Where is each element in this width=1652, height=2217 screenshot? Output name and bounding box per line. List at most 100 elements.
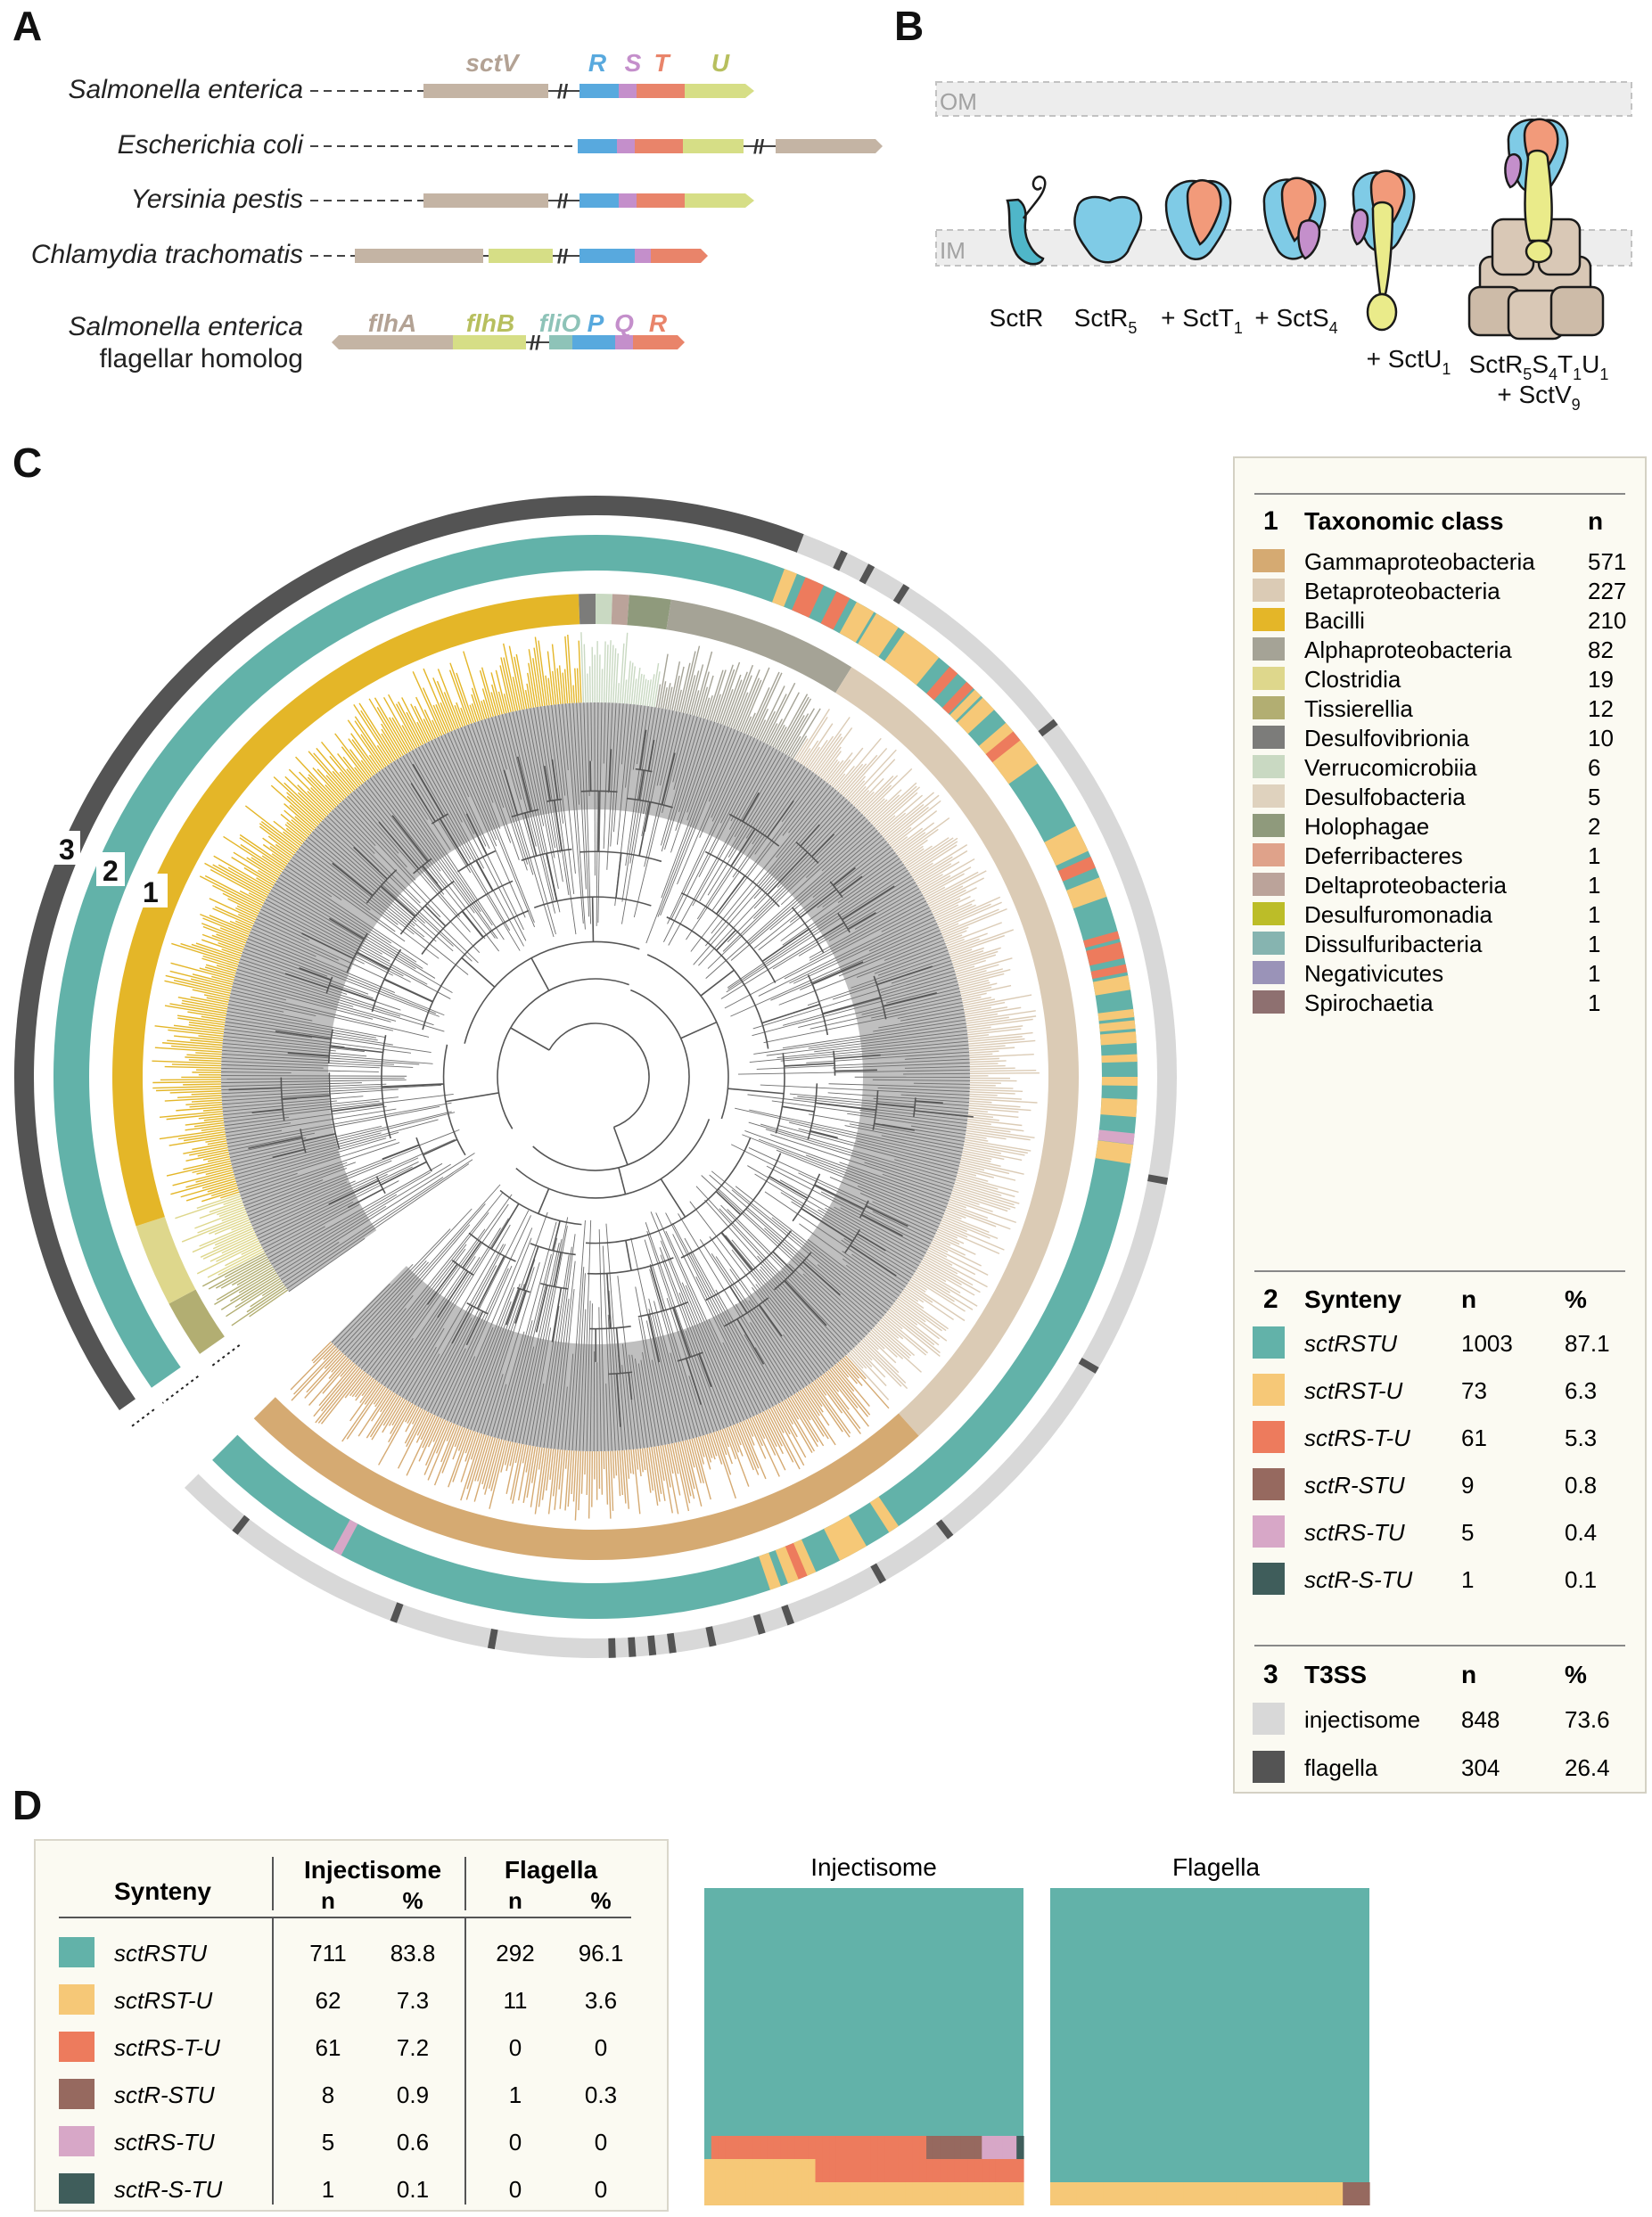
ring-synteny-segment [792, 577, 818, 615]
panel-letter-d: D [12, 1782, 43, 1828]
mosaic-cell-sctRST-U [704, 2159, 712, 2182]
leaf-bar [969, 1088, 1023, 1093]
tree-branch [753, 841, 887, 949]
tree-branch [551, 704, 575, 894]
leaf-bar [959, 1163, 985, 1171]
leaf-bar [479, 669, 494, 718]
legend-t3ss-count: 304 [1461, 1754, 1500, 1781]
leaf-bar [818, 746, 842, 777]
ring-synteny-segment [839, 602, 875, 643]
leaf-bar [201, 1015, 226, 1022]
leaf-bar [446, 1423, 455, 1441]
leaf-bar [382, 696, 415, 751]
mosaic-cell-sctRS-T-U [850, 2159, 858, 2182]
leaf-bar [834, 766, 855, 790]
leaf-bar [921, 874, 951, 893]
tree-branch [339, 1208, 473, 1351]
mosaic-cell-sctRS-T-U [995, 2159, 1004, 2182]
tree-branch [491, 717, 507, 770]
leaf-bar [284, 782, 325, 821]
tree-branch [234, 975, 397, 1022]
mosaic-cell-sctRS-T-U [864, 2159, 872, 2182]
leaf-bar [768, 1408, 801, 1470]
leaf-bar [648, 674, 655, 707]
tree-branch [550, 1298, 570, 1449]
tree-branch [638, 801, 651, 857]
legend-synteny-name: sctRS-TU [1304, 1519, 1405, 1546]
tree-branch [817, 849, 894, 908]
organism-label: Yersinia pestis [131, 185, 303, 214]
leaf-bar [614, 653, 620, 703]
leaf-bar [404, 1408, 424, 1444]
tree-branch [245, 941, 440, 1017]
tree-branch [228, 1132, 316, 1152]
tree-branch [232, 986, 287, 1001]
leaf-bar [941, 1219, 967, 1233]
tree-branch [296, 850, 440, 959]
leaf-bar [641, 1448, 646, 1471]
tree-branch [242, 1162, 357, 1203]
tree-branch [900, 1094, 970, 1099]
leaf-bar [584, 1450, 587, 1475]
tree-branch [494, 716, 556, 935]
mosaic-cell-sctRS-T-U [794, 2136, 802, 2159]
leaf-bar [969, 1091, 1015, 1095]
leaf-bar [939, 1224, 968, 1238]
leaf-bar [908, 837, 958, 872]
leaf-bar [230, 1272, 277, 1302]
mosaic-cell-sctR-STU [1343, 2182, 1370, 2205]
leaf-bar [499, 665, 512, 713]
leaf-bar [554, 1449, 562, 1510]
leaf-bar [704, 694, 713, 719]
leaf-bar [246, 1285, 286, 1313]
tree-branch [250, 932, 396, 994]
tree-branch [268, 892, 390, 962]
leaf-bar [214, 1219, 251, 1236]
leaf-bar [381, 723, 402, 758]
leaf-bar [515, 653, 528, 710]
mosaic-cell-sctR-STU [940, 2136, 948, 2159]
leaf-bar [469, 704, 477, 723]
tree-branch [234, 1131, 399, 1179]
mosaic-cell-sctRS-T-U [1016, 2159, 1024, 2182]
leaf-bar [598, 654, 601, 703]
leaf-bar [842, 1357, 890, 1409]
leaf-bar [197, 1149, 229, 1157]
leaf-bar [388, 1402, 412, 1443]
leaf-bar [470, 1433, 481, 1460]
tree-branch [259, 1166, 413, 1243]
leaf-bar [935, 903, 973, 922]
leaf-bar [741, 667, 770, 733]
leaf-bar [691, 690, 700, 716]
tree-branch [763, 1001, 963, 1044]
leaf-bar [619, 643, 625, 703]
table-cell-synteny: sctR-STU [114, 2082, 215, 2108]
leaf-bar [753, 708, 769, 738]
leaf-bar [186, 1054, 222, 1057]
leaf-bar [878, 1320, 900, 1339]
leaf-bar [152, 1080, 222, 1084]
tree-branch [248, 934, 445, 1016]
tree-branch [742, 1134, 944, 1215]
mosaic-cell-sctRST-U [787, 2159, 795, 2182]
tree-branch [358, 1308, 407, 1367]
mosaic-cell-sctRS-T-U [919, 2159, 927, 2182]
leaf-bar [639, 1448, 644, 1473]
tree-branch [621, 1365, 630, 1450]
leaf-bar [655, 1446, 666, 1501]
tree-branch [590, 702, 593, 761]
tree-branch [747, 1165, 919, 1267]
leaf-bar [816, 1378, 843, 1414]
leaf-bar [878, 794, 924, 833]
leaf-bar [324, 1351, 341, 1369]
ring-synteny-segment [1092, 975, 1131, 996]
mosaic-cell-sctRST-U [1156, 2182, 1184, 2205]
tree-branch [871, 998, 962, 1019]
tree-branch [305, 839, 425, 938]
leaf-bar [749, 1417, 763, 1447]
legend-synteny-name: sctR-S-TU [1304, 1566, 1413, 1593]
leaf-bar [897, 817, 950, 857]
leaf-bar [348, 738, 375, 776]
tree-branch [557, 1289, 575, 1449]
leaf-bar [695, 671, 710, 717]
